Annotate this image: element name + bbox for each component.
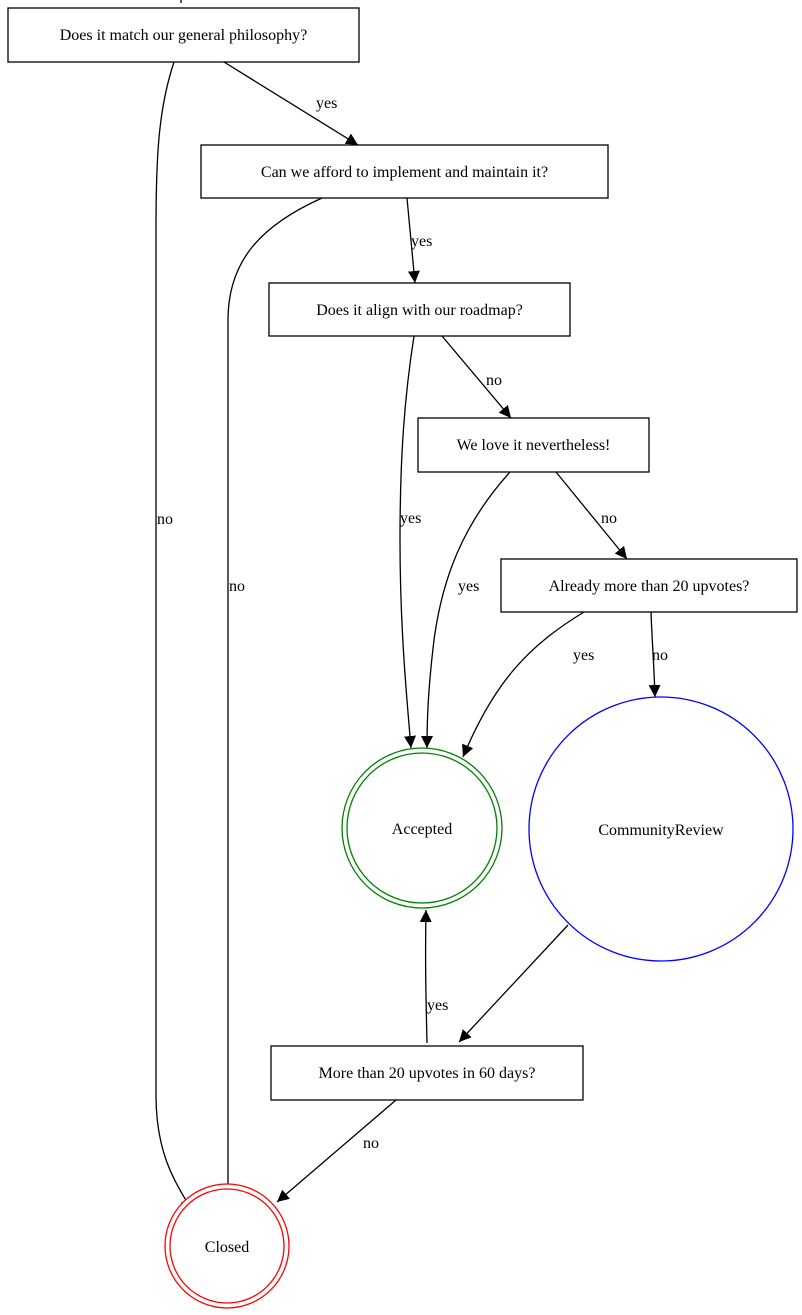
edge-label-afford-closed: no xyxy=(229,578,245,595)
node-upvotes: Already more than 20 upvotes? xyxy=(500,558,798,613)
edge-label-upvotes-accepted: yes xyxy=(573,647,594,664)
node-community-label: CommunityReview xyxy=(598,822,724,839)
edge-label-love-upvotes: no xyxy=(601,510,617,527)
edge-love-accepted: yes xyxy=(421,471,511,749)
node-love: We love it nevertheless! xyxy=(417,417,650,473)
edge-philosophy-closed: no xyxy=(155,61,193,1211)
edge-label-upvotes-community: no xyxy=(652,647,668,664)
node-accepted-label: Accepted xyxy=(392,821,452,838)
node-philosophy: Does it match our general philosophy? xyxy=(7,7,360,63)
edge-label-philosophy-afford: yes xyxy=(316,95,337,112)
node-closed: Closed xyxy=(164,1183,290,1309)
edge-upvotes-accepted: yes xyxy=(462,611,594,758)
node-love-label: We love it nevertheless! xyxy=(457,437,611,454)
node-roadmap: Does it align with our roadmap? xyxy=(268,282,571,337)
node-afford-label: Can we afford to implement and maintain … xyxy=(261,164,548,181)
node-roadmap-label: Does it align with our roadmap? xyxy=(316,302,523,319)
node-afford: Can we afford to implement and maintain … xyxy=(200,144,609,199)
edge-roadmap-accepted: yes xyxy=(399,335,421,749)
edge-label-love-accepted: yes xyxy=(458,578,479,595)
edge-love-upvotes: no xyxy=(555,471,628,560)
edge-label-afford-roadmap: yes xyxy=(411,233,432,250)
edge-label-roadmap-accepted: yes xyxy=(400,510,421,527)
edge-label-upvotes60-accepted: yes xyxy=(427,997,448,1014)
node-closed-label: Closed xyxy=(205,1239,249,1256)
edge-afford-roadmap: yes xyxy=(406,197,432,284)
node-upvotes60: More than 20 upvotes in 60 days? xyxy=(270,1045,584,1101)
edge-afford-closed: no xyxy=(222,197,323,1210)
edge-upvotes60-closed: no xyxy=(276,1099,397,1203)
edge-label-roadmap-love: no xyxy=(486,372,502,389)
node-upvotes-label: Already more than 20 upvotes? xyxy=(549,578,750,595)
node-upvotes60-label: More than 20 upvotes in 60 days? xyxy=(319,1065,536,1082)
edge-upvotes60-accepted: yes xyxy=(419,909,448,1044)
node-philosophy-label: Does it match our general philosophy? xyxy=(60,27,308,44)
edge-label-philosophy-closed: no xyxy=(157,511,173,528)
edge-upvotes-community: no xyxy=(648,611,668,698)
edge-community-upvotes60 xyxy=(458,924,569,1043)
edge-philosophy-afford: yes xyxy=(223,61,359,146)
edge-roadmap-love: no xyxy=(441,335,512,419)
node-community: CommunityReview xyxy=(528,696,794,962)
node-accepted: Accepted xyxy=(341,747,503,909)
edge-label-upvotes60-closed: no xyxy=(363,1135,379,1152)
